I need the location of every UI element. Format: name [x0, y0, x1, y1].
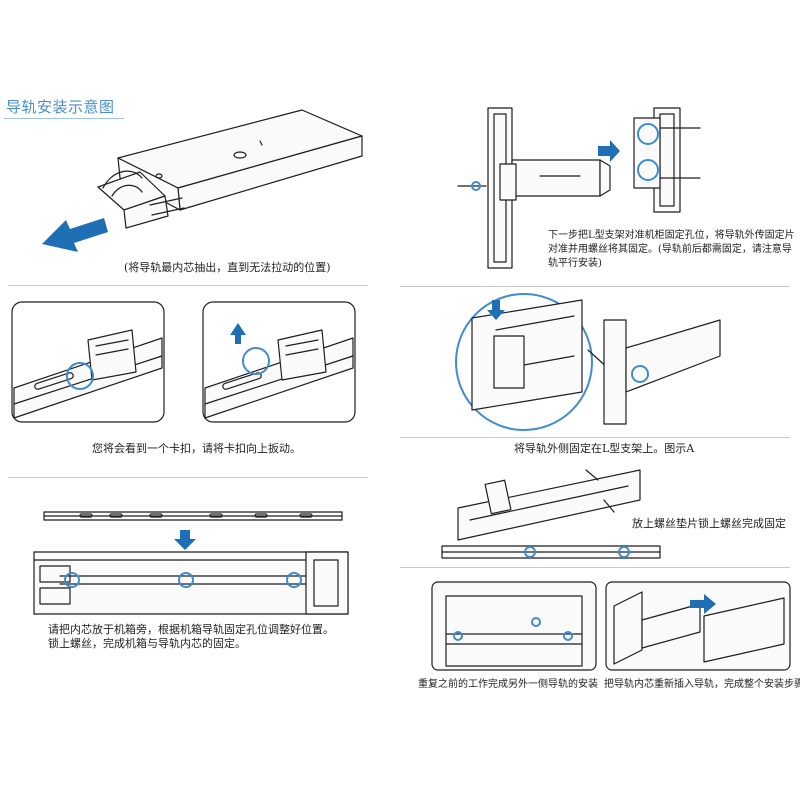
right-arrow-icon [598, 140, 620, 162]
divider-right-3 [400, 567, 790, 568]
divider-left-2 [8, 477, 368, 478]
caption-step1: (将导轨最内芯抽出，直到无法拉动的位置) [124, 261, 331, 274]
divider-left-1 [8, 285, 368, 286]
caption-step2: 您将会看到一个卡扣，请将卡扣向上扳动。 [92, 442, 301, 455]
caption-step4-line3: 轨平行安装) [548, 258, 602, 269]
title-divider [4, 118, 124, 119]
step6-screw-illustration [441, 469, 661, 559]
caption-step5: 将导轨外侧固定在L型支架上。图示A [514, 442, 695, 455]
caption-step4-line2: 对准并用螺丝将其固定。(导轨前后都需固定，请注意导 [548, 244, 792, 255]
step7-cabinet-illustration [431, 581, 597, 671]
pull-arrow-icon [42, 218, 108, 252]
caption-step3-line1: 请把内芯放于机箱旁，根据机箱导轨固定孔位调整好位置。 [48, 623, 334, 636]
step4-bracket-illustration [457, 107, 701, 269]
lift-arrow-icon [230, 323, 246, 344]
divider-right-1 [400, 286, 790, 287]
page-title: 导轨安装示意图 [6, 98, 115, 116]
step3-chassis-illustration [33, 511, 349, 615]
divider-right-2 [400, 437, 790, 438]
caption-step8: 把导轨内芯重新插入导轨，完成整个安装步骤 [604, 679, 800, 690]
insert-arrow-icon [690, 594, 716, 614]
step5-rail-outside-illustration [455, 293, 721, 431]
step1-rail-illustration [42, 109, 363, 252]
caption-step6: 放上螺丝垫片锁上螺丝完成固定 [632, 517, 786, 530]
down-arrow-small-icon [487, 300, 505, 320]
caption-step7: 重复之前的工作完成另外一侧导轨的安装 [418, 679, 598, 690]
caption-step4-line1: 下一步把L型支架对准机柜固定孔位，将导轨外传固定片 [548, 230, 795, 241]
down-arrow-icon [174, 530, 196, 550]
step2-latch-illustration [11, 301, 356, 423]
step8-insert-illustration [605, 581, 791, 671]
caption-step3-line2: 锁上螺丝，完成机箱与导轨内芯的固定。 [48, 637, 246, 650]
